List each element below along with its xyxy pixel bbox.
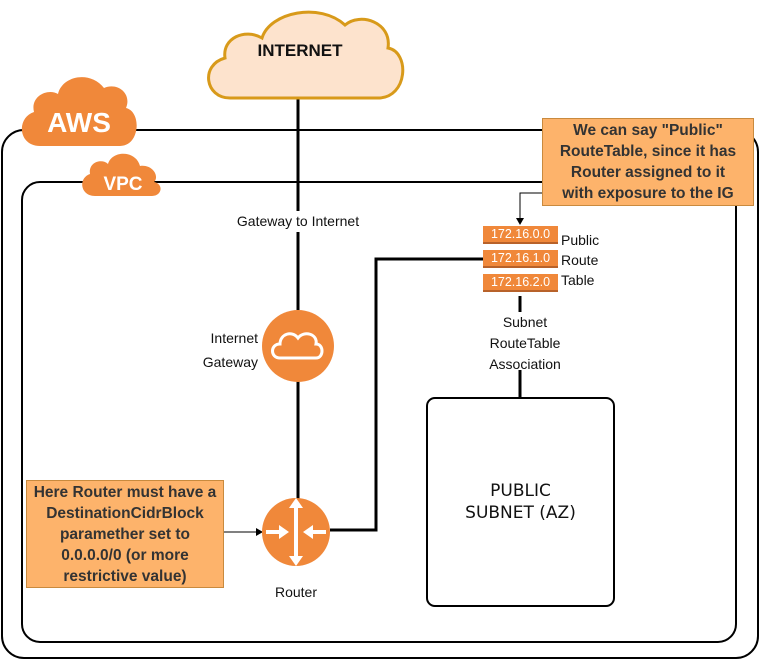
aws-label: AWS	[47, 107, 111, 138]
route-table-label: Public Route Table	[561, 230, 599, 290]
association-label: Subnet RouteTable Association	[470, 312, 580, 375]
subnet-label-line1: PUBLIC	[490, 481, 551, 501]
internet-cloud-icon	[207, 10, 405, 100]
vpc-cloud-icon	[82, 153, 161, 196]
vpc-label: VPC	[103, 174, 143, 195]
route-entry[interactable]: 172.16.2.0	[483, 274, 558, 292]
router-note: Here Router must have a DestinationCidrB…	[26, 480, 224, 588]
note-line: Router assigned to it	[570, 164, 726, 181]
aws-boundary	[1, 129, 759, 659]
association-label-line1: Subnet	[502, 314, 548, 330]
note-line: restrictive value)	[63, 567, 187, 585]
note-line: DestinationCidrBlock	[46, 504, 204, 522]
internet-gateway-label-line1: Internet	[210, 330, 258, 346]
association-label-line2: RouteTable	[489, 335, 561, 351]
arrowhead-router	[256, 528, 263, 536]
vpc-boundary	[21, 181, 737, 643]
router-label: Router	[274, 584, 318, 600]
aws-cloud-icon	[21, 77, 137, 146]
route-table-label-line1: Public	[561, 232, 600, 248]
router-icon	[262, 498, 330, 566]
arrowhead-routetable	[516, 218, 524, 225]
note-arrow-routetable	[519, 192, 543, 220]
public-subnet-box[interactable]: PUBLIC SUBNET (AZ)	[426, 397, 615, 607]
internet-label: INTERNET	[257, 41, 343, 60]
internet-gateway-label-line2: Gateway	[202, 354, 258, 370]
internet-gateway-icon	[262, 310, 334, 382]
note-line: 0.0.0.0/0 (or more	[61, 546, 189, 564]
note-line: Here Router must have a	[33, 483, 217, 501]
internet-gateway-label: Internet Gateway	[186, 326, 258, 374]
association-label-line3: Association	[489, 356, 561, 372]
note-line: RouteTable, since it has	[559, 143, 737, 160]
gateway-to-internet-label: Gateway to Internet	[218, 211, 378, 232]
route-table-label-line2: Route	[561, 252, 599, 268]
note-line: We can say "Public"	[573, 122, 723, 139]
route-entry[interactable]: 172.16.1.0	[483, 250, 558, 268]
router-to-routetable-line	[330, 257, 484, 532]
route-entry[interactable]: 172.16.0.0	[483, 226, 558, 244]
note-line: with exposure to the IG	[562, 185, 734, 202]
route-table-label-line3: Table	[561, 272, 595, 288]
note-line: paramether set to	[59, 525, 191, 543]
public-routetable-note: We can say "Public" RouteTable, since it…	[542, 118, 754, 206]
subnet-label-line2: SUBNET (AZ)	[465, 503, 576, 523]
